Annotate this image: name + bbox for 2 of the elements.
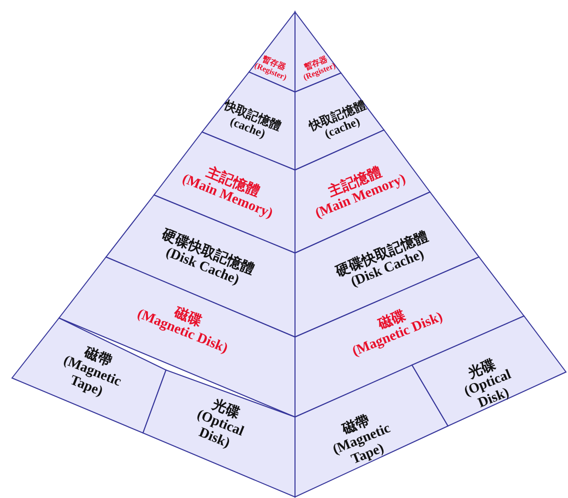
pyramid-layer — [295, 365, 448, 497]
pyramid-layer — [143, 370, 295, 497]
